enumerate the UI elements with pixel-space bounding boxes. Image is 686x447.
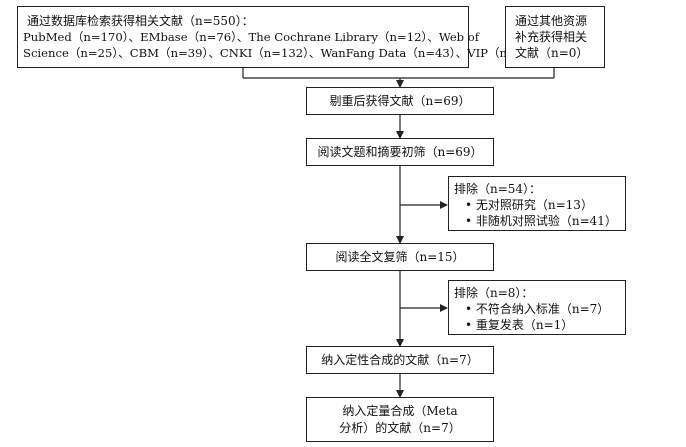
qualitative-box-text: 纳入定性合成的文献（n=7）	[321, 353, 479, 367]
screening-box: 阅读文题和摘要初筛（n=69）	[306, 138, 494, 166]
search-box-line2: PubMed（n=170）、EMbase（n=76）、The Cochrane …	[23, 30, 480, 44]
quantitative-box: 纳入定量合成（Meta 分析）的文献（n=7）	[306, 397, 494, 442]
qualitative-box: 纳入定性合成的文献（n=7）	[306, 346, 494, 374]
exclusion-box-2: 排除（n=8）： • 不符合纳入标准（n=7） • 重复发表（n=1）	[448, 280, 626, 335]
exclusion-2-title: 排除（n=8）：	[454, 286, 534, 300]
screening-box-text: 阅读文题和摘要初筛（n=69）	[317, 145, 483, 159]
search-box-line1: 通过数据库检索获得相关文献（n=550）：	[27, 14, 254, 28]
search-box: 通过数据库检索获得相关文献（n=550）： PubMed（n=170）、EMba…	[17, 6, 543, 68]
other-sources-line3: 文献（n=0）	[515, 46, 589, 60]
other-sources-line1: 通过其他资源	[515, 14, 588, 28]
exclusion-2-item: • 不符合纳入标准（n=7）	[465, 302, 610, 316]
quantitative-box-line2: 分析）的文献（n=7）	[339, 421, 461, 435]
exclusion-1-item: • 无对照研究（n=13）	[465, 198, 593, 212]
other-sources-line2: 补充获得相关	[515, 30, 588, 44]
exclusion-2-item: • 重复发表（n=1）	[465, 318, 574, 332]
fulltext-box: 阅读全文复筛（n=15）	[306, 243, 494, 271]
other-sources-box: 通过其他资源 补充获得相关 文献（n=0）	[505, 6, 605, 68]
quantitative-box-line1: 纳入定量合成（Meta	[342, 404, 458, 418]
dedup-box-text: 剔重后获得文献（n=69）	[329, 94, 471, 108]
dedup-box: 剔重后获得文献（n=69）	[306, 87, 494, 115]
fulltext-box-text: 阅读全文复筛（n=15）	[335, 250, 465, 264]
exclusion-1-title: 排除（n=54）：	[454, 182, 542, 196]
search-box-line3: Science（n=25）、CBM（n=39）、CNKI（n=132）、WanF…	[23, 46, 544, 60]
exclusion-box-1: 排除（n=54）： • 无对照研究（n=13） • 非随机对照试验（n=41）	[448, 176, 626, 231]
exclusion-1-item: • 非随机对照试验（n=41）	[465, 214, 617, 228]
